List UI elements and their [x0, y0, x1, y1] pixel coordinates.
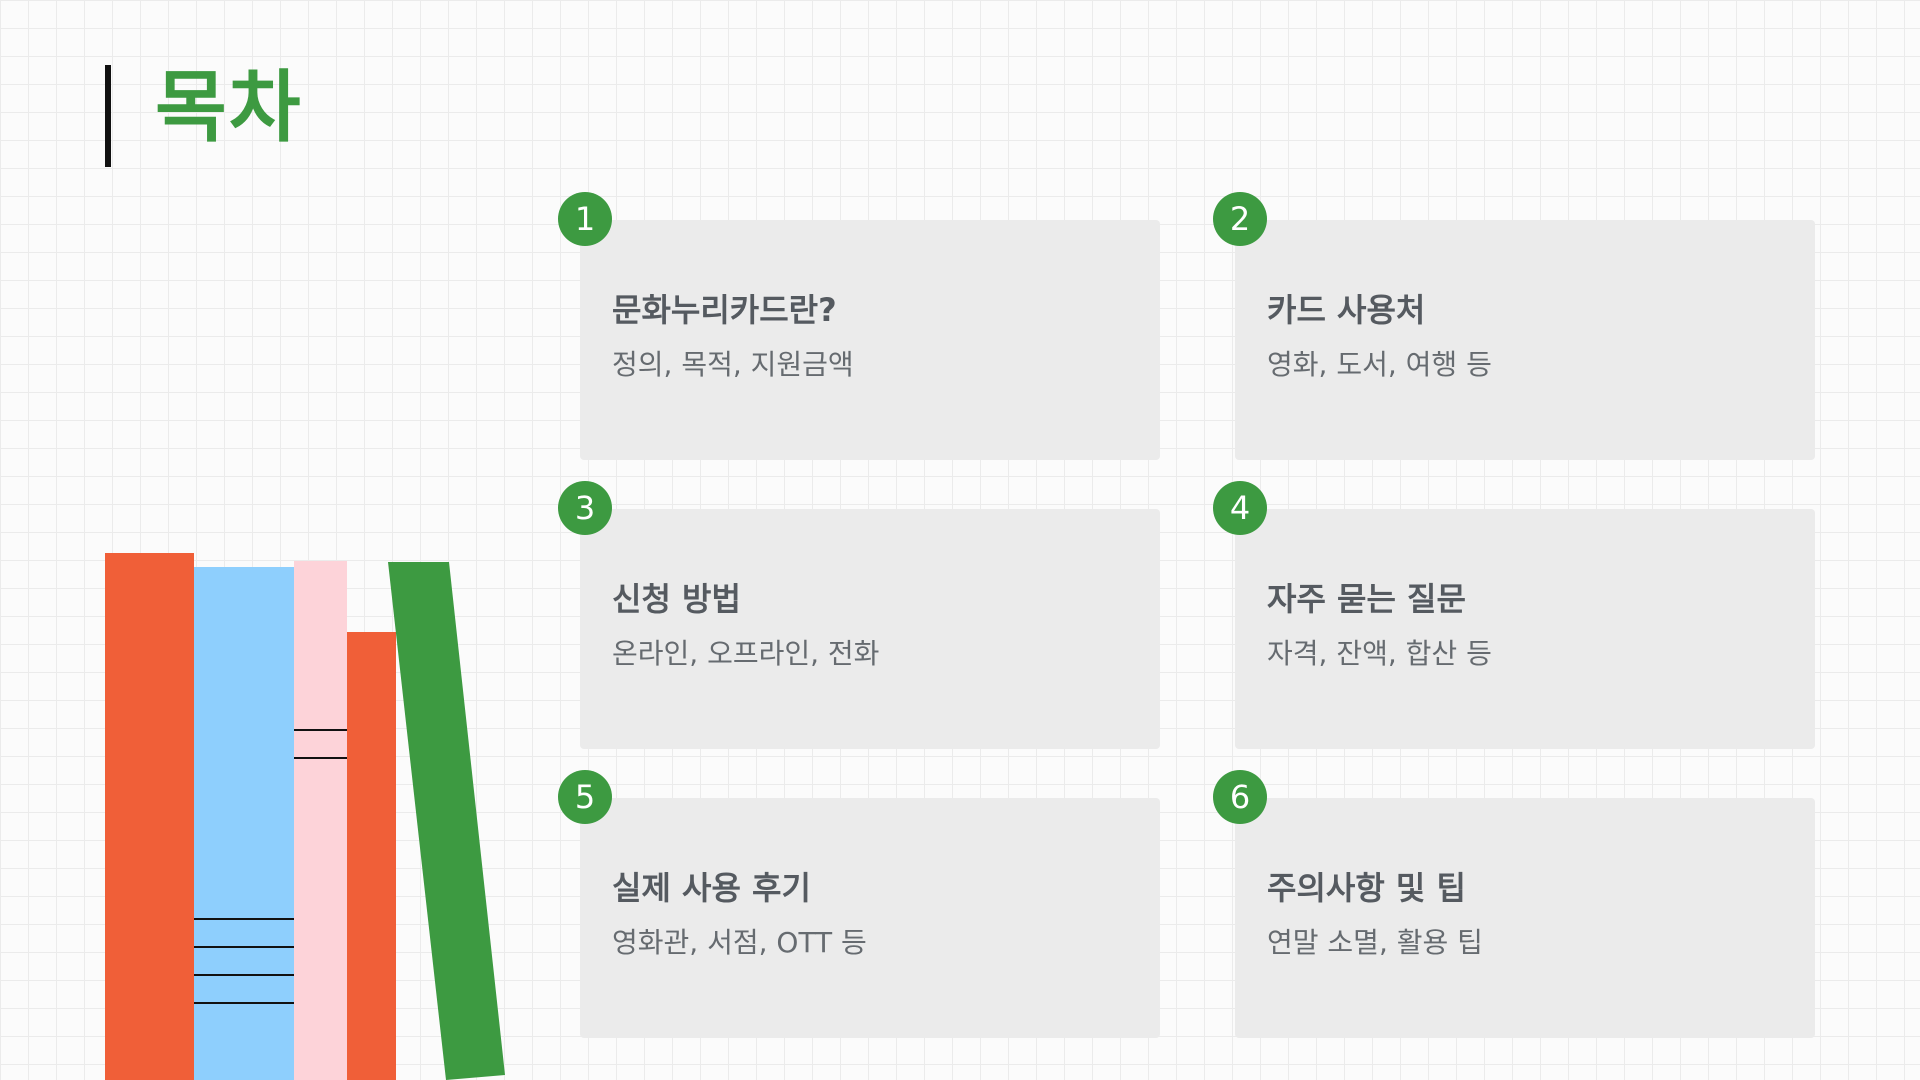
- toc-number-badge-2: 2: [1213, 192, 1267, 246]
- book-orange-left: [105, 553, 194, 1080]
- book-green-leaning: [388, 562, 505, 1080]
- toc-number-badge-5: 5: [558, 770, 612, 824]
- toc-card-subtitle: 자격, 잔액, 합산 등: [1267, 637, 1492, 670]
- toc-number-badge-4: 4: [1213, 481, 1267, 535]
- toc-card-subtitle: 연말 소멸, 활용 팁: [1267, 926, 1483, 959]
- toc-card-heading: 실제 사용 후기: [612, 869, 811, 907]
- book-orange-right: [347, 632, 396, 1080]
- toc-card-subtitle: 정의, 목적, 지원금액: [612, 348, 854, 381]
- toc-card-4[interactable]: 자주 묻는 질문 자격, 잔액, 합산 등: [1235, 509, 1815, 749]
- toc-number-badge-3: 3: [558, 481, 612, 535]
- book-pink-stripes: [294, 729, 347, 759]
- toc-card-heading: 자주 묻는 질문: [1267, 580, 1466, 618]
- toc-card-heading: 문화누리카드란?: [612, 291, 837, 329]
- book-blue: [194, 567, 294, 1080]
- book-blue-stripes: [194, 918, 294, 1004]
- toc-card-5[interactable]: 실제 사용 후기 영화관, 서점, OTT 등: [580, 798, 1160, 1038]
- toc-card-heading: 신청 방법: [612, 580, 741, 618]
- books-illustration: [105, 553, 505, 1080]
- toc-number-badge-1: 1: [558, 192, 612, 246]
- toc-card-3[interactable]: 신청 방법 온라인, 오프라인, 전화: [580, 509, 1160, 749]
- book-pink: [294, 561, 347, 1080]
- toc-card-1[interactable]: 문화누리카드란? 정의, 목적, 지원금액: [580, 220, 1160, 460]
- toc-card-heading: 카드 사용처: [1267, 291, 1426, 329]
- toc-number-badge-6: 6: [1213, 770, 1267, 824]
- page-title: 목차: [155, 63, 303, 153]
- toc-card-subtitle: 온라인, 오프라인, 전화: [612, 637, 880, 670]
- toc-card-6[interactable]: 주의사항 및 팁 연말 소멸, 활용 팁: [1235, 798, 1815, 1038]
- toc-card-2[interactable]: 카드 사용처 영화, 도서, 여행 등: [1235, 220, 1815, 460]
- toc-card-subtitle: 영화, 도서, 여행 등: [1267, 348, 1492, 381]
- title-accent-bar: [105, 65, 111, 167]
- toc-card-subtitle: 영화관, 서점, OTT 등: [612, 926, 867, 959]
- toc-card-heading: 주의사항 및 팁: [1267, 869, 1466, 907]
